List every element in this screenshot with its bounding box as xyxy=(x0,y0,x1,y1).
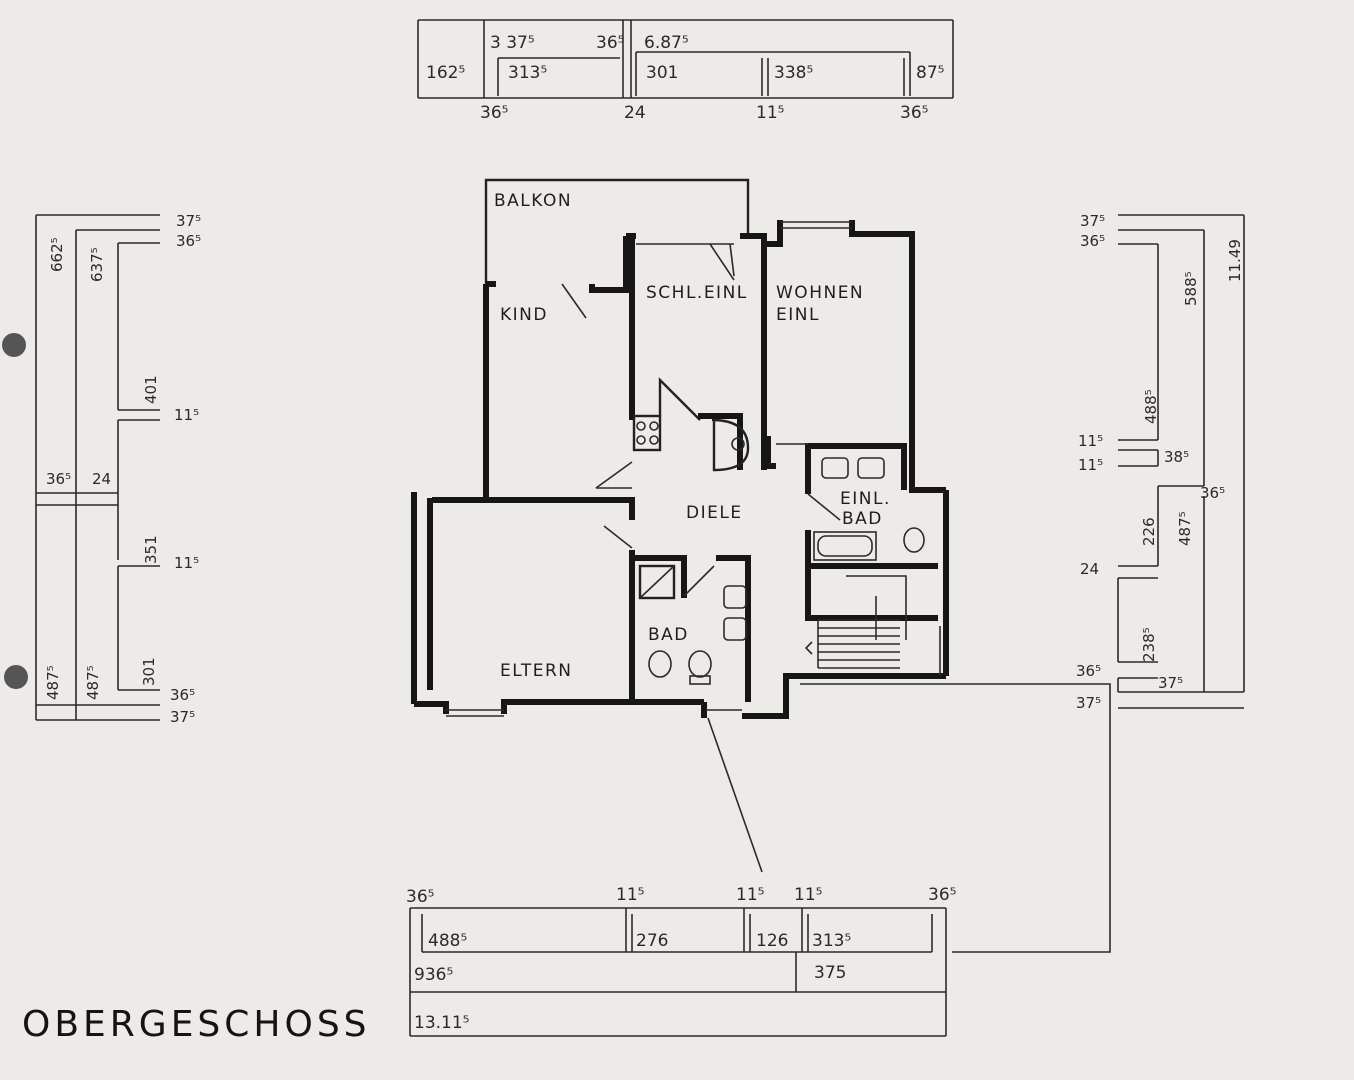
room-label-kind: KIND xyxy=(500,305,548,325)
dim-bot-126: 126 xyxy=(756,931,788,951)
dim-right-11b: 11⁵ xyxy=(1078,456,1103,474)
dim-bot-1311: 13.11⁵ xyxy=(414,1013,469,1033)
dim-left-36-mid: 36⁵ xyxy=(46,470,71,488)
dim-right-226: 226 xyxy=(1140,517,1158,546)
dim-top-301: 301 xyxy=(646,63,678,83)
dim-top-36b: 36⁵ xyxy=(480,103,508,123)
stove-burner-icon xyxy=(649,421,659,431)
room-label-einl-bad: EINL. xyxy=(840,489,891,509)
dim-top-313: 313⁵ xyxy=(508,63,547,83)
bottom-dimension-chain: 36⁵ 11⁵ 11⁵ 11⁵ 36⁵ 488⁵ 276 126 313⁵ 93… xyxy=(406,885,956,1037)
washbasin-icon xyxy=(857,457,885,479)
toilet-icon xyxy=(688,650,712,678)
dim-right-36-top: 36⁵ xyxy=(1080,232,1105,250)
staircase xyxy=(804,575,907,669)
dim-left-36-top: 36⁵ xyxy=(176,232,201,250)
dim-left-662: 662⁵ xyxy=(48,237,66,272)
dim-bot-11c: 11⁵ xyxy=(794,885,822,905)
dim-bot-488: 488⁵ xyxy=(428,931,467,951)
washbasin-icon xyxy=(821,457,849,479)
left-dimension-chain: 37⁵ 36⁵ 662⁵ 637⁵ 401 11⁵ 36⁵ 24 351 11⁵… xyxy=(35,212,201,726)
spiral-stair xyxy=(711,418,750,472)
dim-left-24: 24 xyxy=(92,470,111,488)
leader-line-right xyxy=(800,683,1111,953)
dim-top-338: 338⁵ xyxy=(774,63,813,83)
dim-left-37-bot: 37⁵ xyxy=(170,708,195,726)
dim-top-162: 162⁵ xyxy=(426,63,465,83)
dim-left-637: 637⁵ xyxy=(88,247,106,282)
dim-left-487b: 487⁵ xyxy=(84,665,102,700)
dim-left-36-bot: 36⁵ xyxy=(170,686,195,704)
dim-bot-11b: 11⁵ xyxy=(736,885,764,905)
dim-top-87: 87⁵ xyxy=(916,63,944,83)
dim-top-24: 24 xyxy=(624,103,646,123)
dim-right-37-top: 37⁵ xyxy=(1080,212,1105,230)
dim-left-11b: 11⁵ xyxy=(174,554,199,572)
dim-bot-313: 313⁵ xyxy=(812,931,851,951)
dim-top-11: 11⁵ xyxy=(756,103,784,123)
room-label-diele: DIELE xyxy=(686,503,743,523)
binder-hole-upper xyxy=(2,333,26,357)
dim-bot-375: 375 xyxy=(814,963,846,983)
dim-right-238: 238⁵ xyxy=(1140,627,1158,662)
dim-bot-36b: 36⁵ xyxy=(928,885,956,905)
stove-burner-icon xyxy=(649,435,659,445)
room-label-bad: BAD xyxy=(648,625,689,645)
dim-top-337: 3 37⁵ xyxy=(490,33,535,53)
bathtub-icon xyxy=(813,531,877,561)
dim-right-36-bot: 36⁵ xyxy=(1076,662,1101,680)
dim-right-11a: 11⁵ xyxy=(1078,432,1103,450)
plan-title: OBERGESCHOSS xyxy=(22,1004,371,1045)
dim-left-487a: 487⁵ xyxy=(44,665,62,700)
room-label-einl-bad-2: BAD xyxy=(842,509,883,529)
room-label-eltern: ELTERN xyxy=(500,661,573,681)
dim-right-38: 38⁵ xyxy=(1164,448,1189,466)
dim-right-487: 487⁵ xyxy=(1176,511,1194,546)
dim-right-24: 24 xyxy=(1080,560,1099,578)
room-label-wohnen: WOHNEN xyxy=(776,283,864,303)
shower-tray xyxy=(638,564,676,600)
binder-hole-lower xyxy=(4,665,28,689)
room-label-schl-einl: SCHL.EINL xyxy=(646,283,748,303)
dim-bot-276: 276 xyxy=(636,931,668,951)
dim-left-11a: 11⁵ xyxy=(174,406,199,424)
dim-left-37-top: 37⁵ xyxy=(176,212,201,230)
leader-line-bottom xyxy=(707,717,763,873)
dim-left-401: 401 xyxy=(142,375,160,404)
toilet-icon xyxy=(903,527,925,553)
dim-right-37-b: 37⁵ xyxy=(1076,694,1101,712)
dim-bot-11a: 11⁵ xyxy=(616,885,644,905)
stove-burner-icon xyxy=(636,421,646,431)
dim-right-488: 488⁵ xyxy=(1142,389,1160,424)
dim-bot-936: 936⁵ xyxy=(414,965,453,985)
kitchenette-unit xyxy=(632,414,662,452)
dim-right-36-mid: 36⁵ xyxy=(1200,484,1225,502)
washbasin-icon xyxy=(723,585,747,609)
room-label-balkon: BALKON xyxy=(494,191,572,211)
dim-left-351: 351 xyxy=(142,535,160,564)
balcony-rail xyxy=(484,178,750,284)
room-label-einl: EINL xyxy=(776,305,820,325)
dim-top-36a: 36⁵ xyxy=(596,33,624,53)
dim-top-687: 6.87⁵ xyxy=(644,33,689,53)
floor-plan-walls xyxy=(411,178,949,719)
right-dimension-chain: 37⁵ 36⁵ 11.49 588⁵ 488⁵ 11⁵ 11⁵ 38⁵ 36⁵ … xyxy=(1076,212,1245,712)
washbasin-icon xyxy=(723,617,747,641)
dim-right-1149: 11.49 xyxy=(1226,239,1244,282)
dim-top-36c: 36⁵ xyxy=(900,103,928,123)
dim-right-588: 588⁵ xyxy=(1182,271,1200,306)
stove-burner-icon xyxy=(636,435,646,445)
dim-left-301: 301 xyxy=(140,657,158,686)
toilet-icon xyxy=(648,650,672,678)
top-dimension-chain: 3 37⁵ 36⁵ 6.87⁵ 162⁵ 313⁵ 301 338⁵ 87⁵ 3… xyxy=(417,19,954,123)
dim-right-37-a: 37⁵ xyxy=(1158,674,1183,692)
dim-bot-36a: 36⁵ xyxy=(406,887,434,907)
